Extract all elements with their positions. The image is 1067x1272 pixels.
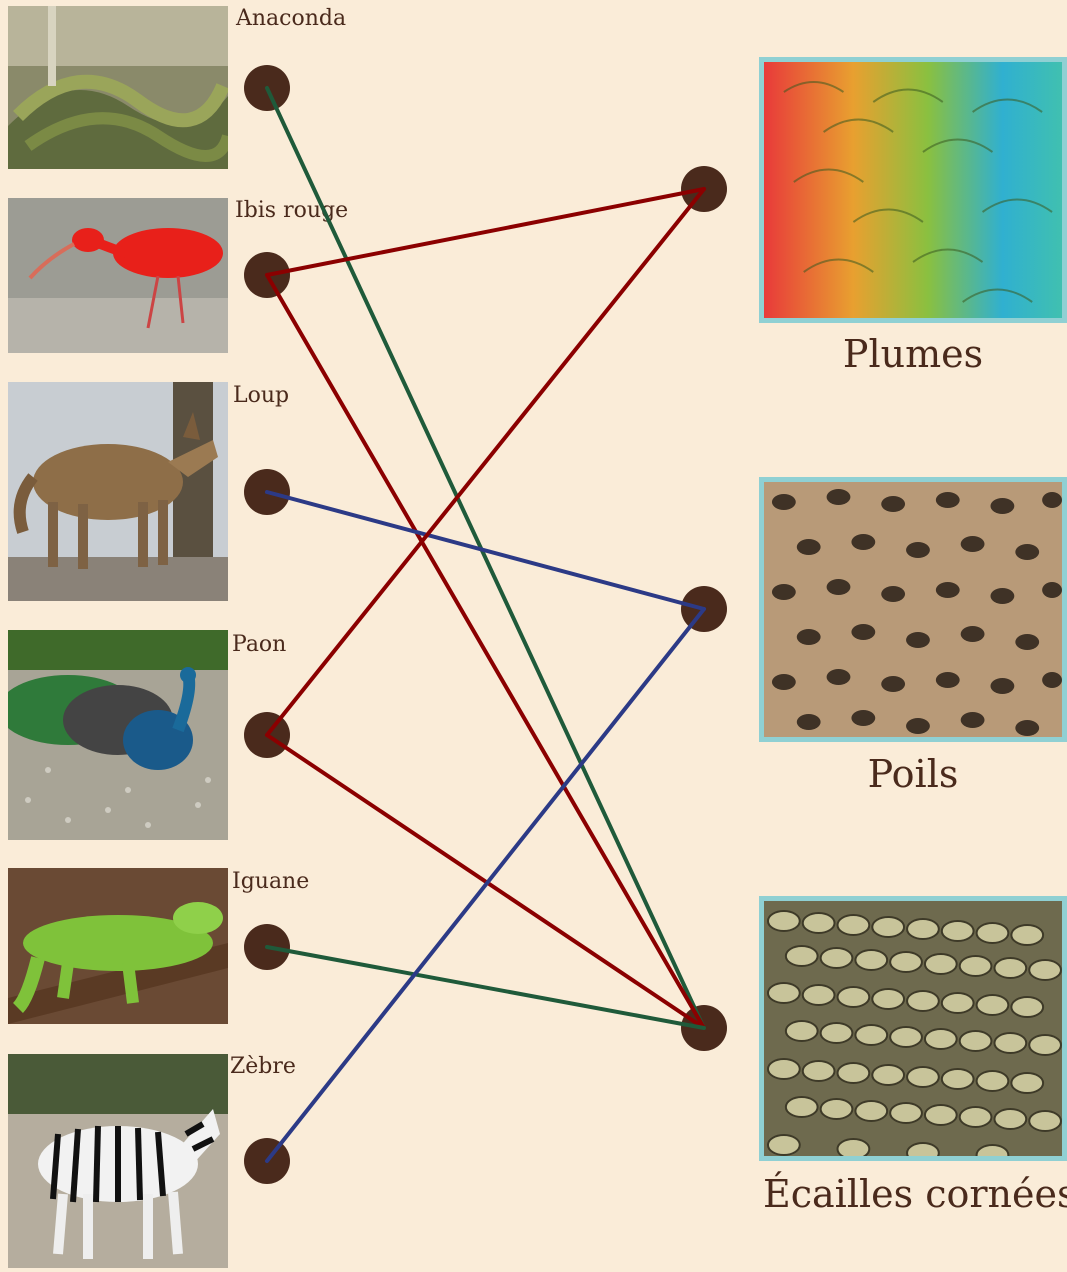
connection-line-paon-plumes xyxy=(267,189,704,735)
animal-dot-zebre[interactable] xyxy=(244,1138,290,1184)
scales-texture xyxy=(759,896,1067,1161)
wolf-photo xyxy=(8,382,228,601)
scarlet-ibis-photo xyxy=(8,198,228,353)
animal-label-paon: Paon xyxy=(232,632,286,658)
category-label-plumes: Plumes xyxy=(763,332,1063,376)
animal-label-anaconda: Anaconda xyxy=(236,6,346,32)
animal-label-ibis: Ibis rouge xyxy=(235,198,348,224)
category-dot-poils[interactable] xyxy=(681,586,727,632)
animal-label-loup: Loup xyxy=(233,383,289,409)
fur-texture xyxy=(759,477,1067,742)
anaconda-photo xyxy=(8,6,228,169)
iguana-photo xyxy=(8,868,228,1024)
animal-dot-loup[interactable] xyxy=(244,469,290,515)
animal-dot-anaconda[interactable] xyxy=(244,65,290,111)
peacock-photo xyxy=(8,630,228,840)
animal-label-iguane: Iguane xyxy=(232,869,309,895)
category-label-poils: Poils xyxy=(763,752,1063,796)
connection-line-ibis-ecailles xyxy=(267,275,704,1028)
category-dot-ecailles[interactable] xyxy=(681,1005,727,1051)
connection-line-iguane-ecailles xyxy=(267,947,704,1028)
animal-dot-ibis[interactable] xyxy=(244,252,290,298)
connection-line-zebre-poils xyxy=(267,609,704,1161)
zebra-photo xyxy=(8,1054,228,1268)
category-label-ecailles: Écailles cornées xyxy=(763,1172,1063,1216)
category-dot-plumes[interactable] xyxy=(681,166,727,212)
connection-line-anaconda-ecailles xyxy=(267,88,704,1028)
connection-line-loup-poils xyxy=(267,492,704,609)
connection-line-paon-ecailles xyxy=(267,735,704,1028)
feathers-texture xyxy=(759,57,1067,323)
animal-dot-iguane[interactable] xyxy=(244,924,290,970)
animal-label-zebre: Zèbre xyxy=(230,1054,296,1080)
animal-dot-paon[interactable] xyxy=(244,712,290,758)
